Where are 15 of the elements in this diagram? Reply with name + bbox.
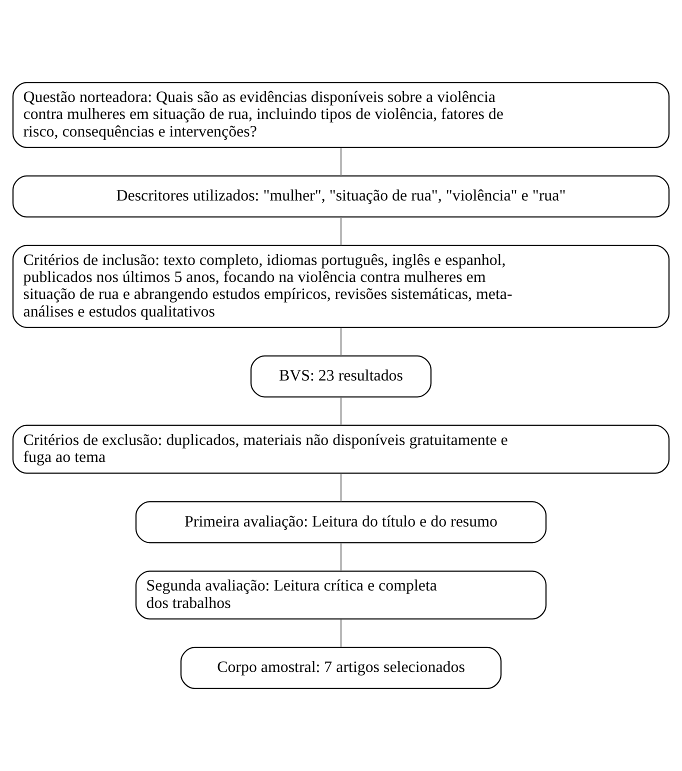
connector bbox=[340, 148, 342, 176]
node-box: Corpo amostral: 7 artigos selecionados bbox=[180, 646, 502, 690]
node-box: Segunda avaliação: Leitura crítica e completa dos trabalhos bbox=[135, 570, 547, 620]
connector bbox=[340, 328, 342, 356]
node-box: Primeira avaliação: Leitura do título e do resumo bbox=[135, 501, 547, 544]
node-box: Questão norteadora: Quais são as evidências disponíveis sobre a violência contra mulheres em situação de rua, incluindo tipos de violência, fatores de risco, consequências e intervenções? bbox=[12, 82, 670, 148]
node-box: Critérios de exclusão: duplicados, materiais não disponíveis gratuitamente e fuga ao tema bbox=[12, 424, 670, 474]
connector bbox=[340, 217, 342, 246]
node-box: BVS: 23 resultados bbox=[250, 355, 432, 398]
connector bbox=[340, 619, 342, 648]
node-box: Descritores utilizados: "mulher", "situação de rua", "violência" e "rua" bbox=[12, 175, 670, 218]
connector bbox=[340, 474, 342, 502]
connector bbox=[340, 542, 342, 571]
node-box: Critérios de inclusão: texto completo, idiomas português, inglês e espanhol, publicados nos últimos 5 anos, focando na violência contra mulheres em situação de rua e abrangendo estudos empíricos, revisões sistemáticas, meta-análises e estudos qualitativos bbox=[12, 244, 670, 328]
connector bbox=[340, 397, 342, 426]
